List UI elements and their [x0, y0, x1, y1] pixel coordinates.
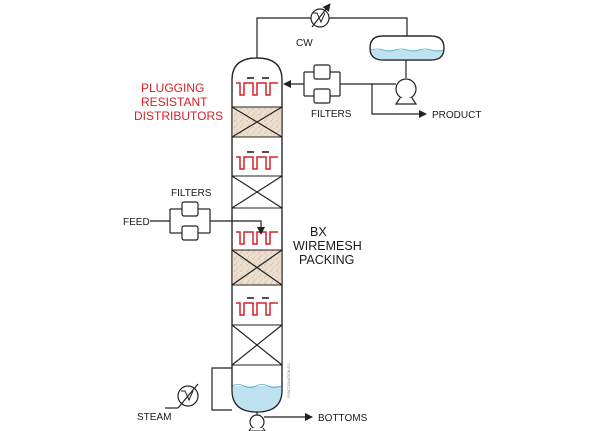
steam-label: STEAM	[137, 412, 171, 423]
plugging-label-line-2: RESISTANT	[141, 95, 208, 109]
reflux-pump	[394, 78, 418, 105]
distributor	[236, 231, 278, 245]
drawing-number: FRACTIONATION-611	[287, 363, 291, 398]
bottoms-label: BOTTOMS	[318, 413, 368, 424]
sump-liquid	[232, 386, 282, 412]
condenser	[310, 3, 331, 28]
bx-label-line-2: WIREMESH	[293, 239, 362, 253]
product-label: PRODUCT	[432, 110, 481, 121]
feed-label: FEED	[123, 217, 150, 228]
reboiler	[165, 367, 232, 411]
product-line	[371, 84, 427, 118]
bx-label-line-3: PACKING	[299, 253, 354, 267]
feed-filters	[169, 201, 211, 241]
reflux-drum	[369, 35, 445, 61]
overhead-vapor-line	[256, 17, 408, 58]
filters-feed-label: FILTERS	[171, 188, 212, 199]
cw-label: CW	[296, 38, 313, 49]
packing-bed	[231, 106, 283, 138]
distributor	[236, 77, 278, 96]
reflux-filters	[303, 64, 341, 104]
distributor	[236, 151, 278, 170]
filters-top-label: FILTERS	[311, 109, 352, 120]
bx-label-line-1: BX	[310, 225, 327, 239]
plugging-label-line-3: DISTRIBUTORS	[134, 109, 223, 123]
packing-bed	[231, 249, 283, 286]
feed-inlet-line	[210, 220, 265, 235]
drum-liquid	[371, 50, 443, 60]
packing-bed	[231, 175, 283, 209]
plugging-label-line-1: PLUGGING	[141, 81, 204, 95]
bottoms-pump	[248, 414, 266, 431]
distributor	[236, 297, 278, 316]
packing-bed	[231, 324, 283, 366]
